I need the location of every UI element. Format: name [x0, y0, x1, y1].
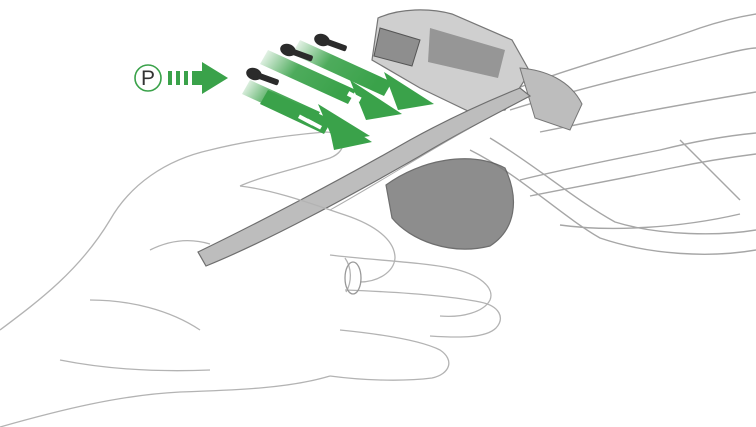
- step-marker: P: [135, 62, 228, 94]
- step-marker-label: P: [141, 67, 155, 90]
- brow-pad: [386, 159, 513, 249]
- arrow-icon: [202, 62, 228, 94]
